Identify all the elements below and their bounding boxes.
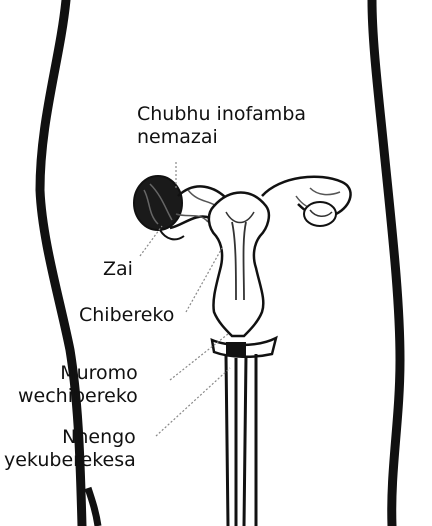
label-ovary: Zai	[103, 258, 133, 281]
leader-vagina	[156, 368, 230, 436]
ovary-right	[304, 202, 336, 226]
vagina	[226, 354, 256, 526]
label-fallopian-tube-line1: Chubhu inofamba	[137, 103, 306, 126]
uterus	[209, 193, 269, 337]
label-vagina: Nhengo yekuberekesa	[4, 426, 136, 472]
leader-cervix	[170, 334, 228, 380]
label-vagina-line2: yekuberekesa	[4, 449, 136, 472]
label-cervix-line1: Muromo	[18, 362, 138, 385]
label-uterus: Chibereko	[79, 304, 174, 327]
label-cervix: Muromo wechibereko	[18, 362, 138, 408]
label-cervix-line2: wechibereko	[18, 385, 138, 408]
body-outline-right	[372, 0, 400, 526]
label-vagina-line1: Nhengo	[4, 426, 136, 449]
ovary-left	[134, 176, 182, 230]
label-fallopian-tube-line2: nemazai	[137, 126, 306, 149]
body-outline-left-bottom	[88, 488, 98, 526]
label-fallopian-tube: Chubhu inofamba nemazai	[137, 103, 306, 149]
